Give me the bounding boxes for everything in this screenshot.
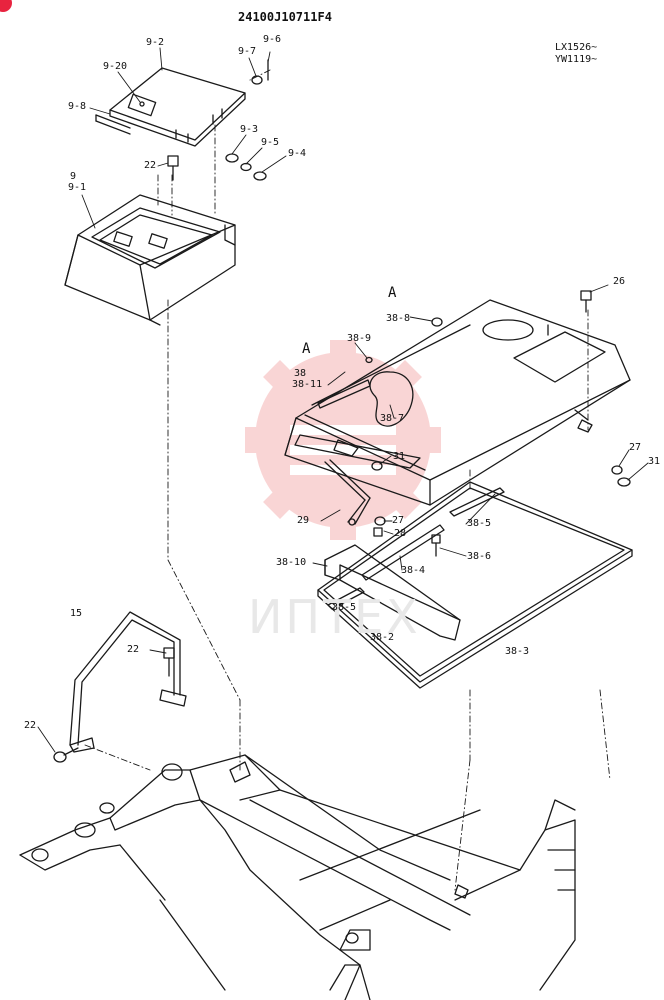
side-bracket-38-10 <box>324 544 461 641</box>
callout-9: 9 <box>70 171 77 182</box>
handrail-15 <box>53 611 187 763</box>
callout-38-9: 38-9 <box>347 333 372 344</box>
callout-view-a-top: A <box>388 285 397 301</box>
gas-stay-29 <box>324 459 371 526</box>
serial-range-2: YW1119~ <box>555 54 598 65</box>
callout-view-a-left: A <box>302 341 311 357</box>
callout-28: 28 <box>394 528 407 539</box>
callout-22-bottom: 22 <box>24 720 37 731</box>
callout-9-4: 9-4 <box>288 148 307 159</box>
machine-frame <box>19 754 576 1000</box>
callout-38-6: 38-6 <box>467 551 492 562</box>
callout-22-top: 22 <box>144 160 157 171</box>
corner-badge <box>0 0 12 12</box>
callout-38-2: 38-2 <box>370 632 395 643</box>
cover-plate-9-2 <box>95 67 246 147</box>
leader-lines <box>37 47 649 753</box>
callout-38-4: 38-4 <box>401 565 426 576</box>
callout-27-right: 27 <box>629 442 642 453</box>
watermark-text: ИПТЕХ <box>248 590 421 644</box>
callout-9-2: 9-2 <box>146 37 165 48</box>
callout-31-right: 31 <box>648 456 661 467</box>
callout-9-20: 9-20 <box>103 61 128 72</box>
seal-strips <box>327 487 505 610</box>
main-cover-38 <box>284 299 631 506</box>
callout-9-5: 9-5 <box>261 137 280 148</box>
callout-9-1: 9-1 <box>68 182 87 193</box>
callout-9-7: 9-7 <box>238 46 257 57</box>
callout-26: 26 <box>613 276 626 287</box>
callout-38: 38 <box>294 368 307 379</box>
drawing-number: 24100J10711F4 <box>238 10 332 24</box>
callout-9-6: 9-6 <box>263 34 282 45</box>
callout-38-10: 38-10 <box>276 557 307 568</box>
callout-38-3: 38-3 <box>505 646 530 657</box>
assembly-guide-lines <box>84 69 611 891</box>
seal-frame-38-3 <box>317 481 633 689</box>
fasteners-top <box>167 59 269 181</box>
callout-38-7: 38-7 <box>380 413 405 424</box>
callout-29: 29 <box>297 515 310 526</box>
callout-27-mid: 27 <box>392 515 405 526</box>
serial-range-1: LX1526~ <box>555 42 598 53</box>
callout-38-5-bottom: 38-5 <box>332 602 357 613</box>
callout-15: 15 <box>70 608 83 619</box>
callout-22-mid: 22 <box>127 644 140 655</box>
callout-38-8: 38-8 <box>386 313 411 324</box>
callout-38-5-top: 38-5 <box>467 518 492 529</box>
callout-31-mid: 31 <box>393 451 406 462</box>
callout-38-11: 38-11 <box>292 379 323 390</box>
callout-9-3: 9-3 <box>240 124 259 135</box>
battery-box-9 <box>64 194 236 326</box>
callout-9-8: 9-8 <box>68 101 87 112</box>
watermark-gear-cutouts <box>290 425 396 475</box>
